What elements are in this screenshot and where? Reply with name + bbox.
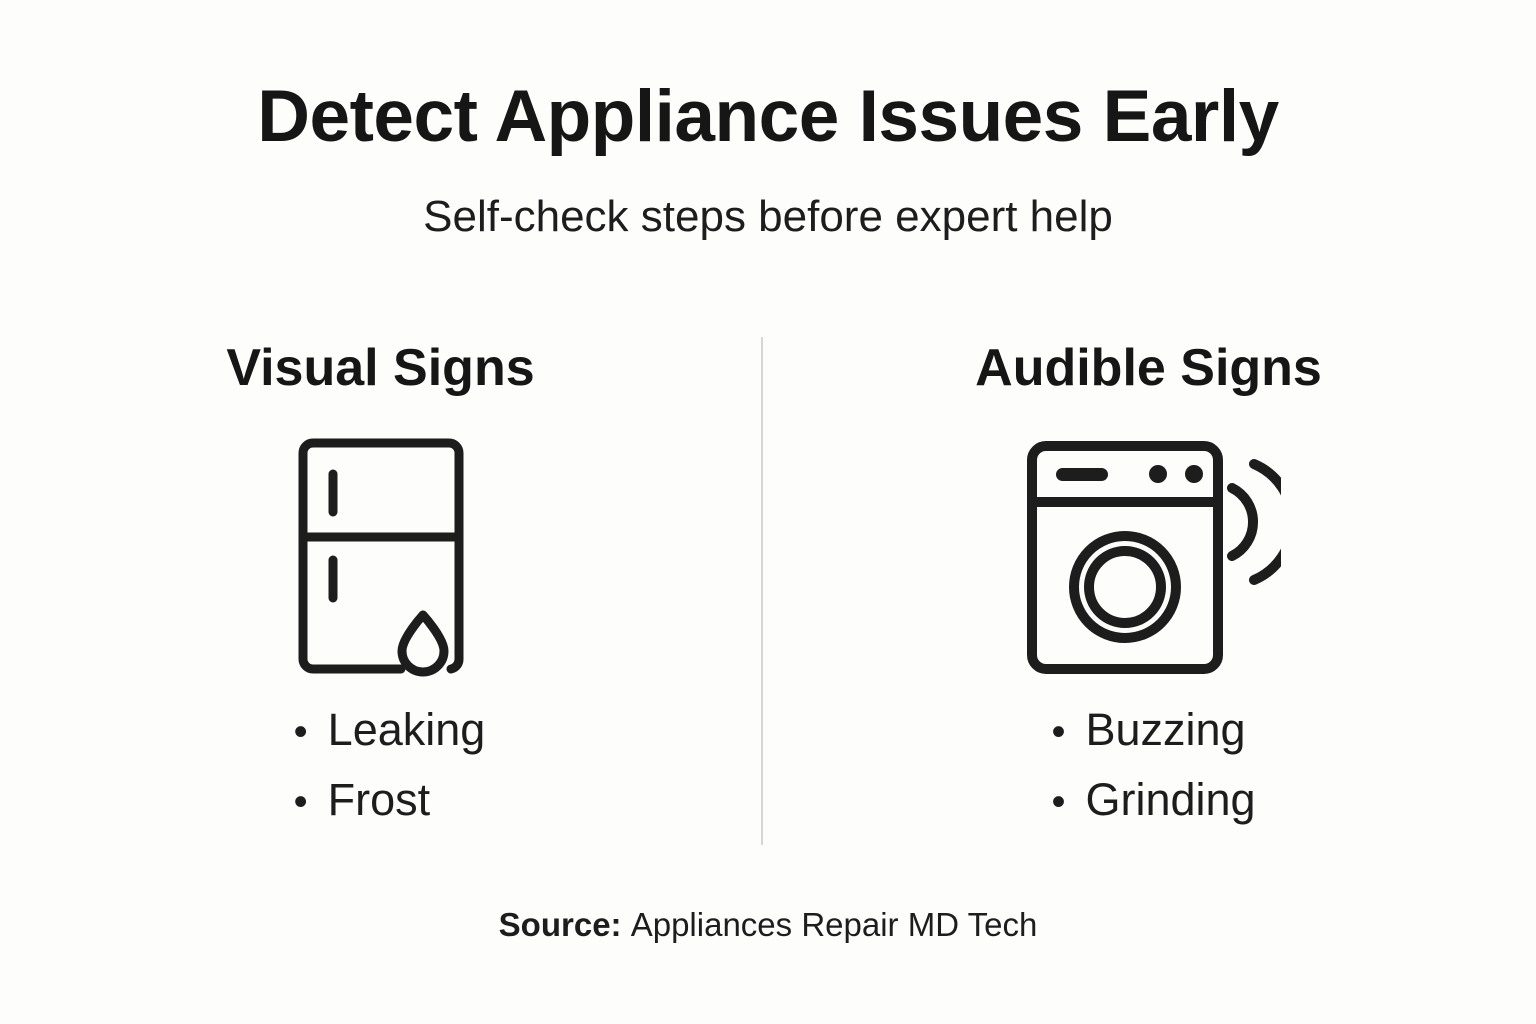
bullet-label: Frost	[327, 774, 431, 825]
page-title: Detect Appliance Issues Early	[257, 76, 1279, 157]
bullet-marker-icon: •	[1051, 780, 1066, 824]
column-heading-audible: Audible Signs	[975, 339, 1322, 397]
list-item: • Frost	[294, 766, 486, 836]
page-subtitle: Self-check steps before expert help	[423, 192, 1113, 241]
column-divider	[761, 337, 763, 845]
bullet-list-audible: • Buzzing • Grinding	[1051, 682, 1255, 836]
source-value: Appliances Repair MD Tech	[630, 906, 1038, 943]
bullet-label: Grinding	[1085, 774, 1256, 825]
bullet-label: Leaking	[327, 704, 486, 755]
list-item: • Leaking	[294, 696, 486, 766]
bullet-marker-icon: •	[1051, 710, 1066, 754]
header: Detect Appliance Issues Early Self-check…	[0, 80, 1536, 239]
bullet-list-visual: • Leaking • Frost	[294, 682, 486, 836]
refrigerator-leak-icon	[281, 394, 481, 682]
washing-machine-sound-icon	[1016, 394, 1281, 682]
bullet-marker-icon: •	[293, 780, 308, 824]
column-visual-signs: Visual Signs • Leaki	[0, 330, 761, 860]
column-heading-visual: Visual Signs	[226, 339, 535, 397]
column-audible-signs: Audible Signs	[761, 330, 1536, 860]
bullet-marker-icon: •	[293, 710, 308, 754]
source-attribution: Source: Appliances Repair MD Tech	[0, 908, 1536, 941]
bullet-label: Buzzing	[1085, 704, 1246, 755]
source-label: Source:	[498, 906, 622, 943]
list-item: • Grinding	[1051, 766, 1255, 836]
columns-container: Visual Signs • Leaki	[0, 330, 1536, 860]
list-item: • Buzzing	[1051, 696, 1255, 766]
